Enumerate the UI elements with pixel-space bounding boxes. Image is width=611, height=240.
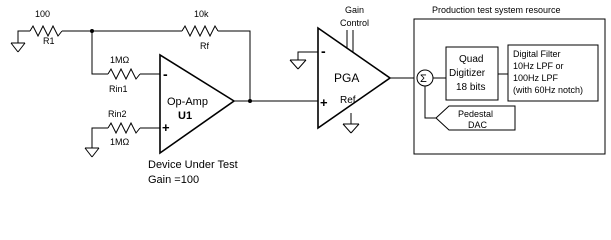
filter-label-line4: (with 60Hz notch) — [513, 85, 583, 95]
digitizer-label-line2: Digitizer — [449, 68, 486, 79]
pga-symbol — [317, 26, 392, 130]
test-circuit-diagram: 100 R1 10k Rf 1MΩ Rin1 Rin2 1MΩ - + Op-A… — [10, 5, 606, 186]
pga-minus-label: - — [321, 43, 326, 59]
rin2-name-label: Rin2 — [108, 109, 127, 119]
gain-control-label-line1: Gain — [345, 5, 364, 15]
opamp-name-label: Op-Amp — [167, 96, 208, 108]
r1-name-label: R1 — [43, 36, 55, 46]
ground-left — [10, 42, 26, 53]
junction-node-output — [248, 99, 252, 103]
pga-ref-label: Ref — [340, 95, 356, 106]
pedestal-label-line1: Pedestal — [458, 109, 493, 119]
digital-filter-box — [507, 44, 599, 102]
gain-control-label-line2: Control — [340, 18, 369, 28]
dut-title: Device Under Test — [148, 159, 238, 171]
rin1-name-label: Rin1 — [109, 84, 128, 94]
opamp-plus-label: + — [162, 120, 170, 135]
rin2-value-label: 1MΩ — [110, 137, 130, 147]
rin1-value-label: 1MΩ — [110, 55, 130, 65]
resistor-rf — [181, 24, 219, 38]
r1-value-label: 100 — [35, 9, 50, 19]
pga-label: PGA — [334, 71, 359, 85]
digitizer-label-line3: 18 bits — [456, 82, 485, 93]
opamp-minus-label: - — [163, 66, 168, 82]
pedestal-label-line2: DAC — [468, 120, 488, 130]
sigma-label: Σ — [420, 73, 427, 85]
rf-name-label: Rf — [200, 41, 209, 51]
resistor-r1 — [29, 24, 63, 38]
pedestal-dac-symbol — [435, 105, 516, 131]
dut-gain: Gain =100 — [148, 174, 199, 186]
filter-label-line1: Digital Filter — [513, 49, 561, 59]
filter-label-line3: 100Hz LPF — [513, 73, 559, 83]
filter-label-line2: 10Hz LPF or — [513, 61, 564, 71]
rf-value-label: 10k — [194, 9, 209, 19]
ground-rin2 — [84, 147, 100, 158]
pga-plus-label: + — [320, 95, 328, 110]
digitizer-label-line1: Quad — [459, 54, 483, 65]
opamp-ref-label: U1 — [178, 110, 192, 122]
production-system-box — [413, 18, 606, 155]
resistor-rin1 — [107, 67, 141, 81]
ground-pga-ref — [342, 123, 360, 134]
resistor-rin2 — [107, 121, 141, 135]
ground-pga-minus — [289, 59, 307, 70]
production-title: Production test system resource — [432, 5, 561, 15]
opamp-u1-symbol — [159, 53, 236, 155]
